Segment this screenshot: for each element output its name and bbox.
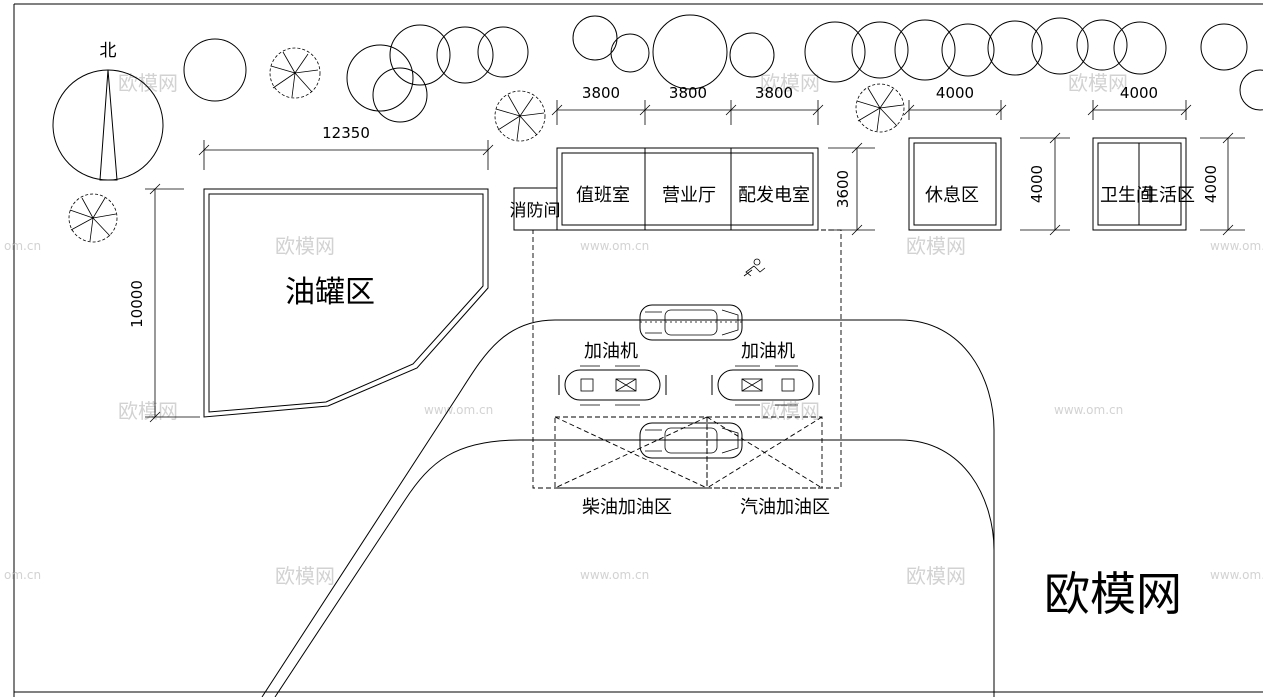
watermark-small: 欧模网 — [1068, 71, 1128, 95]
dimension-tank-height: 10000 — [128, 183, 200, 423]
dimension-value: 4000 — [1120, 84, 1158, 102]
dimension-rest-height: 4000 — [1020, 132, 1070, 236]
watermark-url-edge: om.cn — [4, 568, 41, 582]
wc-label: 卫生间 — [1100, 185, 1154, 206]
watermark-url: www.om.cn — [1210, 239, 1263, 253]
main-building: 消防间 值班室 营业厅 配发电室 — [510, 147, 819, 231]
bush-cluster — [346, 24, 529, 123]
duty-room-label: 值班室 — [576, 185, 630, 206]
pedestrian-icon — [743, 258, 766, 277]
north-label: 北 — [100, 41, 117, 61]
tree-icon — [269, 47, 321, 99]
north-arrow: 北 — [52, 41, 164, 181]
dispenser-label: 加油机 — [584, 341, 638, 362]
business-hall-label: 营业厅 — [662, 185, 716, 206]
car-icon — [639, 422, 743, 459]
living-area-label: 生活区 — [1141, 185, 1195, 206]
watermark-small: 欧模网 — [275, 564, 335, 588]
drawing-frame — [13, 3, 1263, 697]
tree-icon — [855, 83, 905, 133]
watermark-small: 欧模网 — [760, 399, 820, 423]
tree-icon — [494, 90, 546, 142]
watermark-url: www.om.cn — [1054, 403, 1123, 417]
dimension-wc-height: 4000 — [1200, 132, 1245, 236]
watermark-url: www.om.cn — [1210, 568, 1263, 582]
fuel-dispenser-left: 加油机 — [558, 341, 667, 406]
tree-icon — [68, 193, 118, 243]
rest-building: 休息区 — [908, 137, 1002, 231]
watermark-url: www.om.cn — [580, 568, 649, 582]
watermark-small: 欧模网 — [760, 71, 820, 95]
watermark-logo: 欧模网 — [1044, 567, 1182, 621]
car-icon — [639, 304, 743, 341]
dimension-value: 4000 — [1202, 165, 1220, 203]
bush-cluster — [804, 17, 1167, 83]
tank-area-label: 油罐区 — [285, 275, 375, 310]
dimension-value: 3800 — [669, 84, 707, 102]
road — [261, 319, 995, 697]
bush — [1239, 69, 1263, 111]
watermarks: 欧模网 欧模网 欧模网 欧模网 欧模网 欧模网 欧模网 欧模网 欧模网 www.… — [4, 71, 1263, 588]
tank-area: 油罐区 — [203, 188, 489, 418]
dimension-value: 10000 — [128, 280, 146, 328]
watermark-url: www.om.cn — [424, 403, 493, 417]
watermark-url-edge: om.cn — [4, 239, 41, 253]
bush — [1200, 23, 1248, 71]
diesel-zone-label: 柴油加油区 — [582, 497, 672, 518]
dimension-rest-width: 4000 — [903, 84, 1007, 120]
watermark-small: 欧模网 — [906, 234, 966, 258]
watermark-small: 欧模网 — [118, 399, 178, 423]
wc-living-building: 卫生间 生活区 — [1092, 137, 1195, 231]
dimension-building-depth: 3600 — [828, 142, 875, 236]
dimension-value: 3800 — [582, 84, 620, 102]
dimension-building-bays: 3800 3800 3800 — [551, 84, 824, 125]
landscape-trees — [68, 14, 1263, 243]
dimension-wc-width: 4000 — [1087, 84, 1192, 120]
dimension-value: 12350 — [322, 124, 370, 142]
gasoline-zone-label: 汽油加油区 — [740, 497, 830, 518]
dimension-value: 3800 — [755, 84, 793, 102]
dimension-value: 4000 — [1028, 165, 1046, 203]
dispenser-label: 加油机 — [741, 341, 795, 362]
watermark-url: www.om.cn — [580, 239, 649, 253]
watermark-small: 欧模网 — [906, 564, 966, 588]
watermark-small: 欧模网 — [275, 234, 335, 258]
watermark-small: 欧模网 — [118, 71, 178, 95]
fire-room-label: 消防间 — [510, 201, 561, 221]
bush-cluster — [572, 14, 775, 90]
dimension-value: 4000 — [936, 84, 974, 102]
fuel-dispenser-right: 加油机 — [711, 341, 820, 406]
dimension-value: 3600 — [834, 170, 852, 208]
rest-area-label: 休息区 — [925, 185, 979, 206]
power-room-label: 配发电室 — [738, 185, 810, 206]
dimension-tank-width: 12350 — [198, 124, 494, 170]
